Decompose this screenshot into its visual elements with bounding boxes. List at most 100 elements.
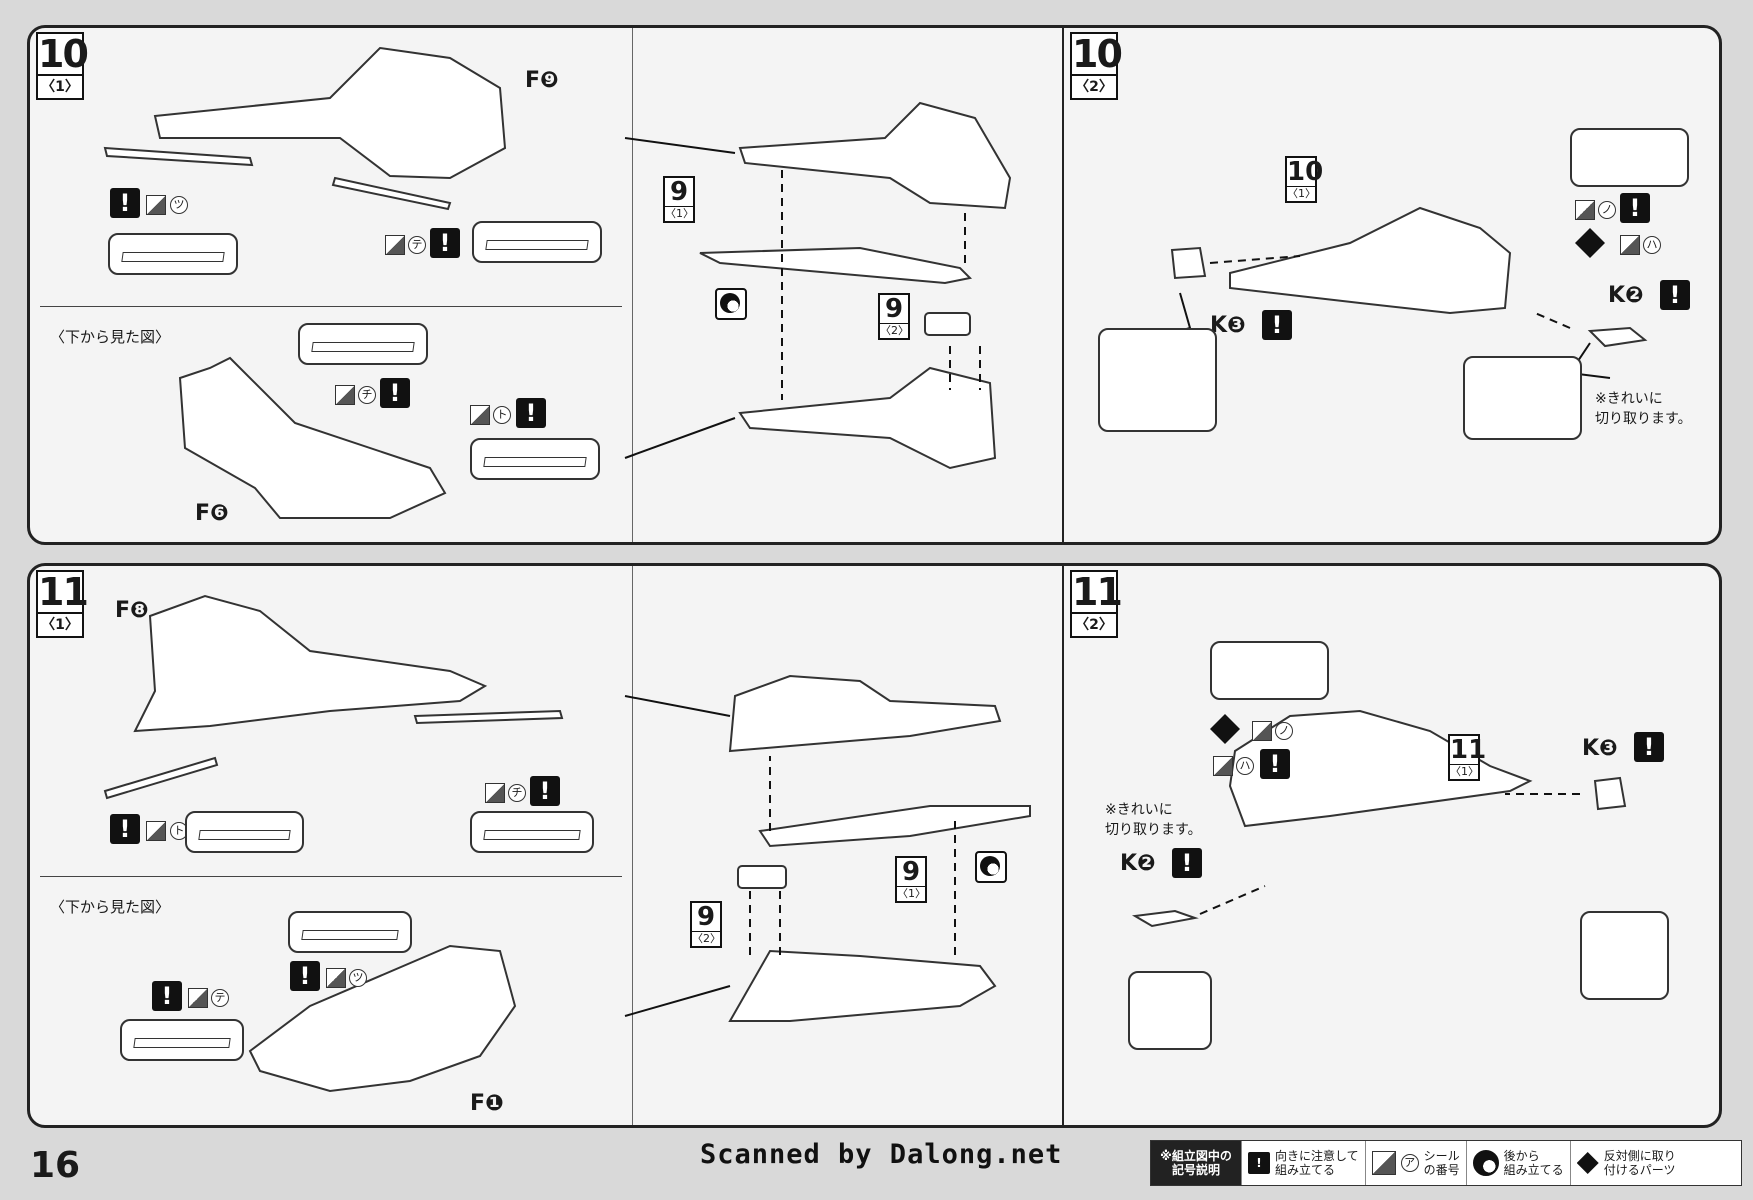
glue-icon (1472, 1150, 1499, 1176)
step-sub: 〈1〉 (41, 617, 79, 633)
seal-number: テ (211, 989, 229, 1007)
seal-number: チ (358, 386, 376, 404)
step-sub: 〈2〉 (1075, 79, 1113, 95)
detail-inset (1128, 971, 1212, 1050)
glue-icon (715, 288, 747, 320)
seal-preview (120, 1019, 244, 1061)
seal-number: テ (408, 236, 426, 254)
part-label-k2: K❷ (1608, 283, 1644, 308)
warning-icon: ! (110, 814, 140, 844)
part-peg (924, 312, 971, 336)
step-number: 11 (1072, 570, 1123, 614)
seal-icon (326, 968, 346, 988)
subassembly-ref-10-1: 10 〈1〉 (1285, 156, 1323, 203)
part-lower-frame (728, 949, 997, 1022)
detail-inset (1210, 641, 1329, 700)
section-divider (40, 876, 622, 877)
seal-preview (298, 323, 428, 365)
trim-note: ※きれいに 切り取ります。 (1595, 391, 1692, 427)
seal-icon (1620, 235, 1640, 255)
warning-icon: ! (516, 398, 546, 428)
part-inner-plate (699, 246, 973, 285)
legend-item-seal: ア シール の番号 (1366, 1141, 1467, 1185)
step-badge-11-2: 11 〈2〉 (1070, 570, 1123, 638)
detail-inset (1580, 911, 1669, 1000)
subassembly-ref-9-1: 9 〈1〉 (663, 176, 695, 223)
part-upper-shell (728, 674, 1002, 753)
part-lower-frame (738, 366, 997, 470)
detail-inset (1098, 328, 1217, 432)
seal-number: ノ (1598, 201, 1616, 219)
part-peg (737, 865, 787, 889)
glue-icon (975, 851, 1007, 883)
warning-icon: ! (530, 776, 560, 806)
seal-icon (146, 821, 166, 841)
mirror-icon (1576, 1152, 1599, 1174)
warning-icon: ! (152, 981, 182, 1011)
warning-icon: ! (1660, 280, 1690, 310)
panel-divider (1062, 28, 1064, 542)
part-f6 (178, 356, 447, 519)
seal-number: ツ (170, 196, 188, 214)
warning-icon: ! (430, 228, 460, 258)
panel-divider (1062, 566, 1064, 1125)
part-k3 (1170, 246, 1207, 280)
step-sub: 〈1〉 (41, 79, 79, 95)
panel-divider-inner (632, 28, 633, 542)
warning-icon: ! (380, 378, 410, 408)
warning-icon: ! (1620, 193, 1650, 223)
seal-preview (108, 233, 238, 275)
part-f1 (248, 944, 517, 1093)
part-wing-assembly (1229, 206, 1512, 315)
step-badge-10-1: 10 〈1〉 (36, 32, 89, 100)
panel-step-10: 10 〈1〉 10 〈2〉 (27, 25, 1722, 545)
seal-icon (146, 195, 166, 215)
subassembly-ref-11-1: 11 〈1〉 (1448, 734, 1486, 781)
trim-note: ※きれいに 切り取ります。 (1105, 802, 1202, 838)
step-number: 10 (1072, 32, 1123, 76)
symbol-legend: ※組立図中の 記号説明 ! 向きに注意して 組み立てる ア シール の番号 後か… (1150, 1140, 1742, 1186)
detail-inset (1570, 128, 1689, 187)
seal-number: ハ (1236, 757, 1254, 775)
subassembly-ref-9-2: 9 〈2〉 (878, 293, 910, 340)
bottom-view-label: 〈下から見た図〉 (50, 898, 171, 916)
part-f8 (133, 594, 488, 733)
detail-inset (1463, 356, 1582, 440)
step-badge-10-2: 10 〈2〉 (1070, 32, 1123, 100)
seal-number: チ (508, 784, 526, 802)
part-k2 (1131, 909, 1199, 928)
part-inner-plate (758, 805, 1031, 848)
seal-icon (1371, 1151, 1396, 1175)
part-label-k3: K❸ (1582, 736, 1618, 761)
seal-icon (1213, 756, 1233, 776)
seal-icon (470, 405, 490, 425)
part-upper-shell (738, 101, 1012, 210)
bottom-view-label: 〈下から見た図〉 (50, 328, 171, 346)
part-label-f6: F❻ (195, 501, 229, 526)
warning-icon: ! (1634, 732, 1664, 762)
part-k3 (1593, 776, 1627, 811)
seal-preview (288, 911, 412, 953)
seal-preview (470, 438, 600, 480)
step-number: 10 (38, 32, 89, 76)
part-wing-assembly (1228, 709, 1533, 828)
panel-divider-inner (632, 566, 633, 1125)
legend-item-mirror: 反対側に取り 付けるパーツ (1571, 1141, 1682, 1185)
warning-icon: ! (1248, 1152, 1270, 1174)
seal-icon (188, 988, 208, 1008)
seal-icon (1575, 200, 1595, 220)
seal-icon (335, 385, 355, 405)
part-f9 (153, 46, 507, 180)
seal-icon (1252, 721, 1272, 741)
part-k2 (1587, 326, 1648, 348)
step-number: 11 (38, 570, 89, 614)
seal-icon (485, 783, 505, 803)
part-label-f1: F❶ (470, 1091, 504, 1116)
legend-item-glue: 後から 組み立てる (1467, 1141, 1571, 1185)
scan-credit: Scanned by Dalong.net (700, 1139, 1063, 1170)
panel-step-11: 11 〈1〉 11 〈2〉 (27, 563, 1722, 1128)
seal-number: ハ (1643, 236, 1661, 254)
seal-number: ト (493, 406, 511, 424)
warning-icon: ! (1172, 848, 1202, 878)
step-badge-11-1: 11 〈1〉 (36, 570, 89, 638)
